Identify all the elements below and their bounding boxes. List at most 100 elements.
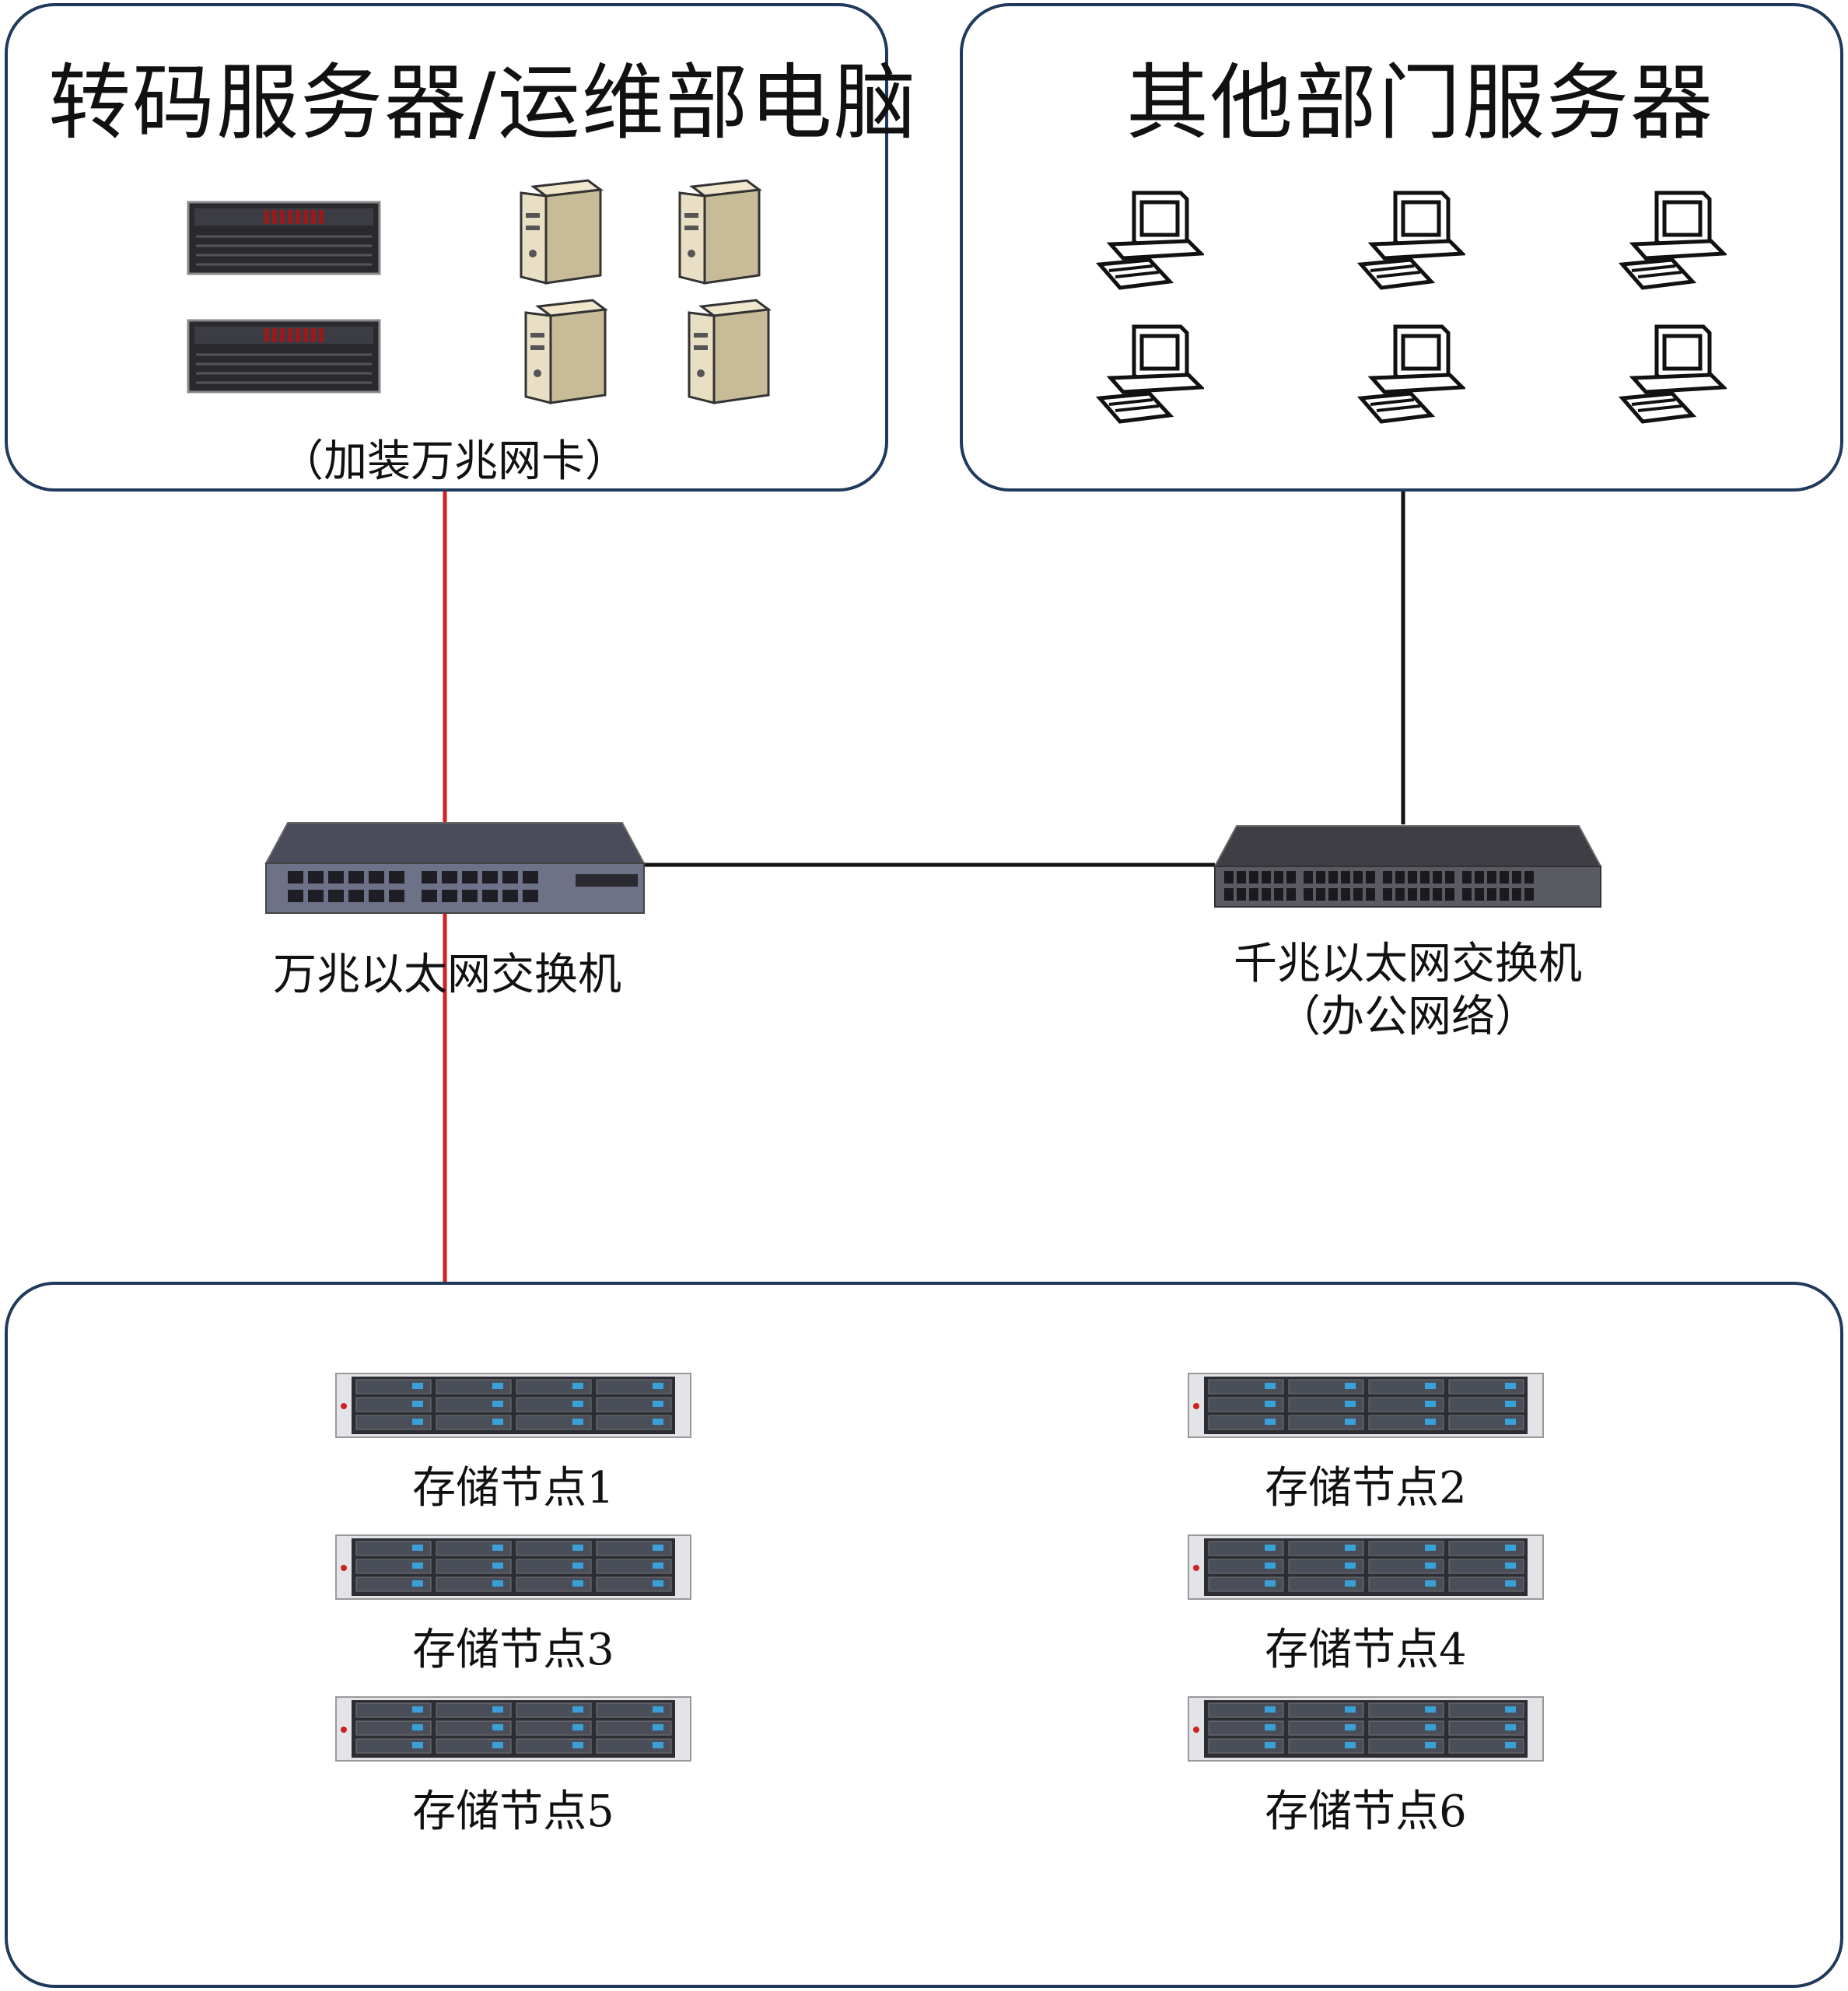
workstation-icon <box>1356 191 1465 290</box>
switch-port <box>288 890 303 902</box>
panel-transcode-servers: 转码服务器/运维部电脑 （ <box>5 3 916 492</box>
switch-port <box>1512 888 1521 901</box>
switch-port <box>1524 888 1534 901</box>
tower-pc-icon <box>688 299 772 404</box>
storage-node-label: 存储节点5 <box>412 1786 614 1837</box>
switch-port <box>1316 888 1325 901</box>
switch-port <box>1433 888 1442 901</box>
switch-port <box>1341 888 1350 901</box>
switch-port <box>502 871 518 884</box>
workstation-icon <box>1618 324 1727 424</box>
switch-port <box>1383 871 1392 884</box>
switch-port <box>1462 871 1472 884</box>
switch-port <box>1262 888 1271 901</box>
panel-department-servers: 其他部门服务器 <box>960 3 1843 492</box>
rack-server-icon <box>187 319 381 394</box>
switch-port <box>1286 888 1296 901</box>
switch-port <box>348 890 364 902</box>
switch-port <box>1420 888 1430 901</box>
switch-port <box>288 871 303 884</box>
switch-port <box>1524 871 1534 884</box>
switch-port <box>1316 871 1325 884</box>
storage-node-label: 存储节点4 <box>1265 1625 1467 1675</box>
tower-pc-icon <box>520 179 604 285</box>
switch-port <box>1445 871 1454 884</box>
switch-port <box>442 890 457 902</box>
switch-port <box>1249 871 1258 884</box>
switch-port <box>502 890 518 902</box>
switch-port <box>328 871 344 884</box>
workstation-icon <box>1095 191 1204 290</box>
switch-port <box>1274 888 1283 901</box>
workstation-icon <box>1618 191 1727 290</box>
switch-port <box>1395 888 1405 901</box>
switch-port <box>369 871 384 884</box>
switch-port <box>1433 871 1442 884</box>
switch-port <box>1487 888 1496 901</box>
storage-server-icon <box>335 1696 691 1762</box>
switch-port <box>1353 871 1363 884</box>
tower-pc-icon <box>678 179 762 285</box>
storage-server-icon <box>1188 1373 1544 1438</box>
storage-server-icon <box>335 1373 691 1438</box>
storage-node-label: 存储节点3 <box>412 1625 614 1675</box>
switch-1g-sublabel: （办公网络） <box>1277 992 1538 1042</box>
switch-1g-icon <box>1213 825 1602 908</box>
switch-port <box>1487 871 1496 884</box>
switch-port <box>1500 871 1509 884</box>
switch-port <box>389 871 404 884</box>
switch-port <box>422 871 437 884</box>
switch-port <box>1366 871 1375 884</box>
switch-port <box>523 871 538 884</box>
switch-port <box>1408 871 1417 884</box>
switch-port <box>1420 871 1430 884</box>
storage-node-label: 存储节点6 <box>1265 1786 1467 1837</box>
storage-server-icon <box>1188 1696 1544 1762</box>
switch-port <box>1274 871 1283 884</box>
switch-port <box>308 890 324 902</box>
switch-port <box>1304 888 1313 901</box>
workstation-icon <box>1356 324 1465 424</box>
switch-port <box>1237 888 1246 901</box>
switch-port <box>1395 871 1405 884</box>
switch-port <box>1286 871 1296 884</box>
switch-port <box>1475 888 1484 901</box>
switch-port <box>1262 871 1271 884</box>
switch-port <box>482 890 498 902</box>
switch-port <box>1408 888 1417 901</box>
switch-port <box>369 890 384 902</box>
switch-port <box>1500 888 1509 901</box>
switch-port <box>328 890 344 902</box>
switch-10g-icon <box>264 822 646 914</box>
panel-note-10g-nic: （加装万兆网卡） <box>280 436 628 487</box>
switch-port <box>348 871 364 884</box>
panel-title-departments: 其他部门服务器 <box>1126 55 1714 151</box>
switch-port <box>482 871 498 884</box>
switch-port <box>1249 888 1258 901</box>
switch-10g-label: 万兆以太网交换机 <box>273 950 621 1000</box>
switch-port <box>422 890 437 902</box>
switch-port <box>389 890 404 902</box>
panel-title-transcode: 转码服务器/运维部电脑 <box>48 55 918 151</box>
switch-port <box>1462 888 1472 901</box>
switch-1g-label: 千兆以太网交换机 <box>1234 939 1582 989</box>
switch-port <box>1353 888 1363 901</box>
switch-port <box>1341 871 1350 884</box>
switch-port <box>1383 888 1392 901</box>
switch-port <box>1224 888 1234 901</box>
switch-port <box>1304 871 1313 884</box>
switch-port <box>308 871 324 884</box>
storage-node-label: 存储节点2 <box>1265 1463 1467 1513</box>
switch-port <box>1512 871 1521 884</box>
storage-server-icon <box>1188 1534 1544 1600</box>
switch-port <box>1328 871 1338 884</box>
switch-port <box>1475 871 1484 884</box>
workstation-icon <box>1095 324 1204 424</box>
switch-port <box>462 871 478 884</box>
switch-port <box>1237 871 1246 884</box>
storage-node-label: 存储节点1 <box>412 1463 614 1513</box>
switch-port <box>1328 888 1338 901</box>
switch-port <box>523 890 538 902</box>
switch-port <box>462 890 478 902</box>
